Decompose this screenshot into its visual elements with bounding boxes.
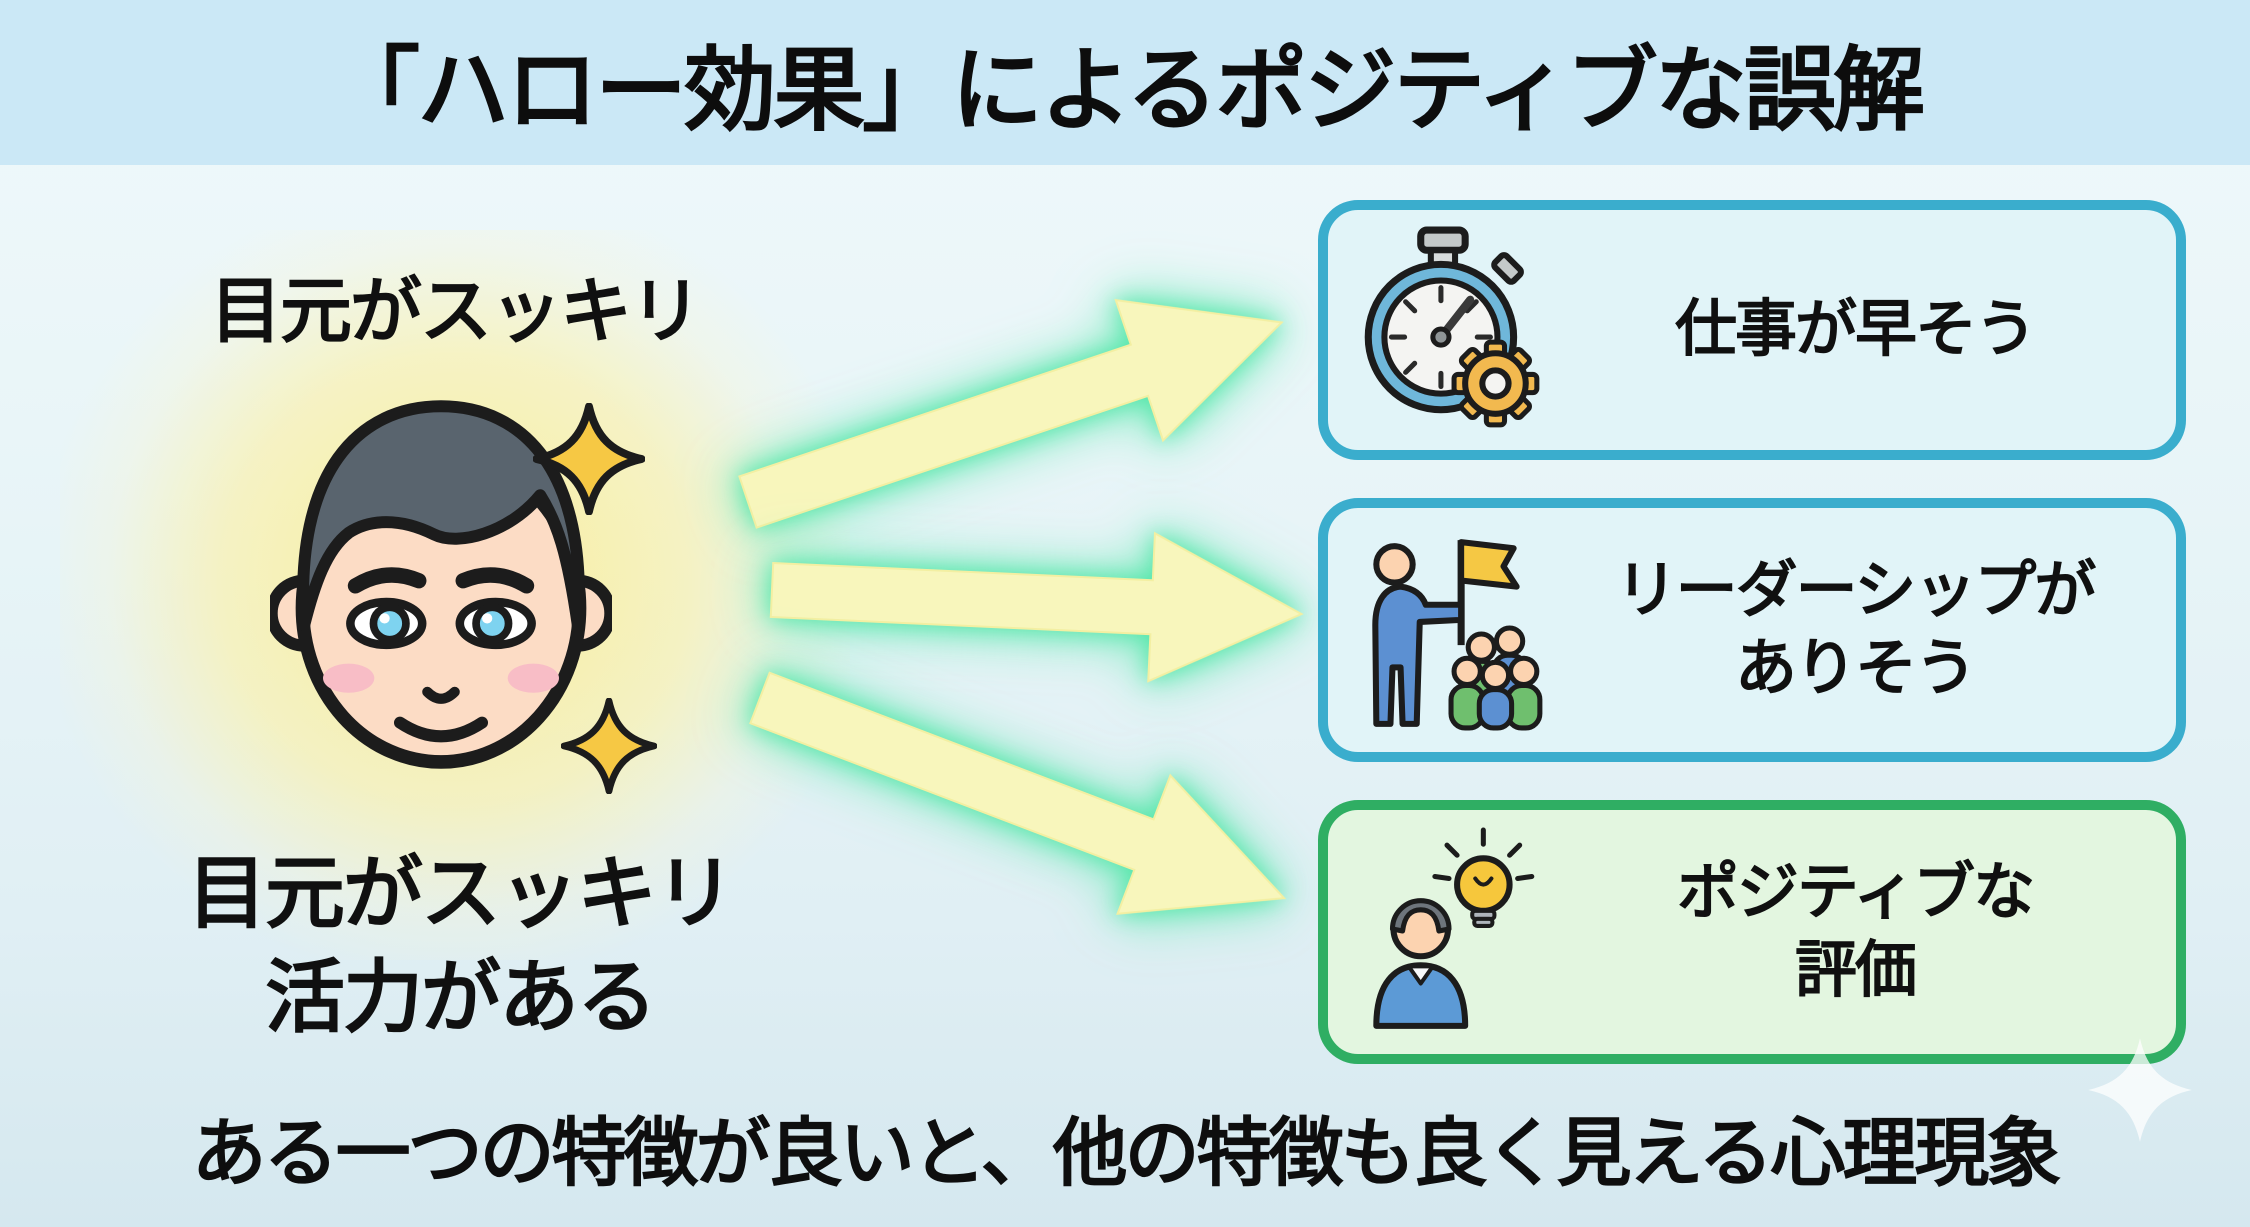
arrow-to-speed-icon	[738, 298, 1284, 529]
arrow-to-evaluation-icon	[749, 671, 1287, 915]
trait-label-bottom-line2: 活力がある	[265, 953, 657, 1042]
arrow-to-leadership-icon	[769, 531, 1304, 683]
result-label-leadership-line2: ありそう	[1734, 634, 1977, 703]
sparkle-icon-large	[533, 403, 645, 515]
trait-label-top: 目元がスッキリ	[209, 272, 702, 352]
result-label-speed: 仕事が早そう	[1674, 294, 2037, 364]
result-label-evaluation-line2: 評価	[1794, 936, 1917, 1005]
trait-label-bottom-line1: 目元がスッキリ	[187, 849, 735, 938]
leader-flag-icon	[1372, 539, 1543, 731]
result-label-leadership-line1: リーダーシップが	[1615, 555, 2097, 625]
person-idea-icon	[1373, 827, 1535, 1029]
halo-arrows	[738, 298, 1304, 915]
result-box-leadership: リーダーシップが ありそう	[1318, 498, 2186, 762]
sparkle-icon-small	[561, 698, 657, 794]
sparkle-faint-icon	[2088, 1038, 2192, 1142]
title-band: 「ハロー効果」によるポジティブな誤解	[0, 0, 2250, 165]
page-title: 「ハロー効果」によるポジティブな誤解	[328, 40, 1925, 142]
stopwatch-gear-icon	[1364, 226, 1540, 428]
trait-label-bottom: 目元がスッキリ 活力がある	[80, 842, 840, 1050]
caption: ある一つの特徴が良いと、他の特徴も良く見える心理現象	[191, 1111, 2062, 1195]
result-box-speed: 仕事が早そう	[1318, 200, 2186, 460]
result-label-evaluation-line1: ポジティブな	[1676, 857, 2035, 927]
result-box-evaluation: ポジティブな 評価	[1318, 800, 2186, 1064]
smiling-face-icon	[270, 400, 612, 769]
